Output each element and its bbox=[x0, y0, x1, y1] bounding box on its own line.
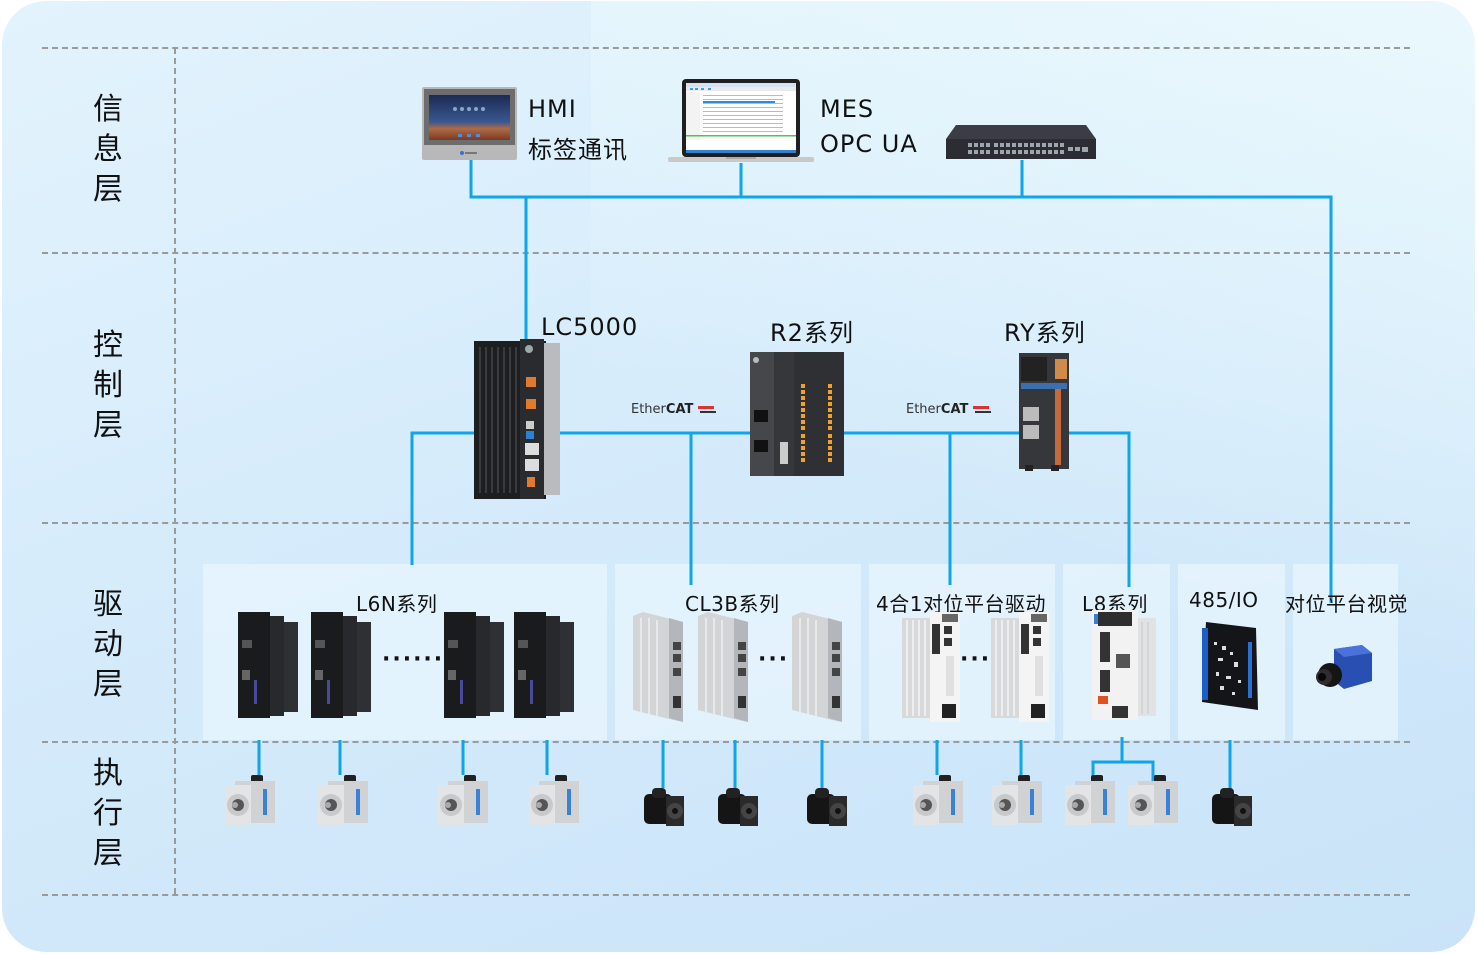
ry-controller-icon bbox=[1019, 353, 1069, 471]
layer-label-actuator: 执 行 层 bbox=[88, 754, 128, 874]
label-char: 层 bbox=[93, 667, 123, 702]
stepper-motor-icon bbox=[807, 788, 847, 826]
4in1-alignment-drive-icon bbox=[991, 612, 1049, 722]
4in1-alignment-drive-icon bbox=[902, 612, 960, 722]
hmi-label: HMI bbox=[528, 95, 577, 123]
4in1-label: 4合1对位平台驱动 bbox=[876, 592, 1046, 616]
servo-motor-icon bbox=[529, 775, 579, 825]
stepper-motor-icon bbox=[644, 788, 684, 826]
mes-laptop-icon bbox=[668, 79, 814, 162]
485io-label: 485/IO bbox=[1189, 588, 1259, 612]
layer-divider-top bbox=[42, 47, 1410, 49]
label-column-divider bbox=[174, 48, 176, 894]
layer-divider-info-control bbox=[42, 252, 1410, 254]
lc5000-label: LC5000 bbox=[541, 313, 639, 341]
l6n-label: L6N系列 bbox=[356, 592, 438, 616]
cl3b-stepper-drive-icon bbox=[633, 612, 683, 722]
l6n-servo-drive-icon bbox=[311, 612, 371, 718]
layer-divider-control-drive bbox=[42, 522, 1410, 524]
ethercat-prefix: Ether bbox=[906, 402, 941, 417]
servo-motor-icon bbox=[438, 775, 488, 825]
hmi-panel-icon bbox=[422, 87, 517, 160]
servo-motor-icon bbox=[913, 775, 963, 825]
label-char: 制 bbox=[93, 368, 123, 403]
layer-label-control: 控 制 层 bbox=[88, 326, 128, 446]
cl3b-label: CL3B系列 bbox=[685, 592, 780, 616]
servo-motor-icon bbox=[318, 775, 368, 825]
r2-label: R2系列 bbox=[770, 319, 854, 347]
servo-motor-icon bbox=[992, 775, 1042, 825]
4in1-ellipsis: ··· bbox=[960, 647, 992, 672]
cl3b-ellipsis: ··· bbox=[758, 647, 790, 672]
servo-motor-icon bbox=[1128, 775, 1178, 825]
wire-info-bus bbox=[469, 160, 1333, 603]
l6n-servo-drive-icon bbox=[238, 612, 298, 718]
layer-label-drive: 驱 动 层 bbox=[88, 585, 128, 705]
ethercat-arrow-icon bbox=[972, 405, 991, 415]
ethercat-arrow-icon bbox=[697, 405, 716, 415]
label-char: 执 bbox=[93, 756, 123, 791]
ethercat-prefix: Ether bbox=[631, 402, 666, 417]
wire-l8-split bbox=[1091, 737, 1155, 785]
485io-stepper-drive-icon bbox=[1202, 622, 1258, 710]
servo-motor-icon bbox=[1065, 775, 1115, 825]
label-char: 层 bbox=[93, 836, 123, 871]
ethercat-label-2: EtherCAT bbox=[906, 402, 991, 417]
vision-label: 对位平台视觉 bbox=[1285, 592, 1408, 616]
label-char: 控 bbox=[93, 328, 123, 363]
label-char: 驱 bbox=[93, 587, 123, 622]
layer-divider-bottom bbox=[42, 894, 1410, 896]
cl3b-stepper-drive-icon bbox=[698, 612, 748, 722]
l8-servo-drive-icon bbox=[1092, 610, 1156, 720]
ethercat-bold: CAT bbox=[665, 402, 694, 417]
lc5000-controller-icon bbox=[474, 339, 560, 499]
layer-divider-drive-actuator bbox=[42, 741, 1410, 743]
label-char: 行 bbox=[93, 796, 123, 831]
label-char: 动 bbox=[93, 627, 123, 662]
stepper-motor-icon bbox=[718, 788, 758, 826]
l6n-servo-drive-icon bbox=[444, 612, 504, 718]
label-char: 层 bbox=[93, 172, 123, 207]
label-char: 信 bbox=[93, 92, 123, 127]
hmi-sublabel: 标签通讯 bbox=[528, 136, 628, 164]
cl3b-stepper-drive-icon bbox=[792, 612, 842, 722]
l6n-ellipsis: ······ bbox=[382, 647, 445, 672]
layer-label-info: 信 息 层 bbox=[88, 90, 128, 210]
ry-label: RY系列 bbox=[1004, 319, 1086, 347]
mes-label: MES bbox=[820, 95, 875, 123]
label-char: 层 bbox=[93, 408, 123, 443]
mes-sublabel: OPC UA bbox=[820, 130, 918, 158]
label-char: 息 bbox=[93, 132, 123, 167]
r2-plc-icon bbox=[750, 352, 844, 476]
servo-motor-icon bbox=[225, 775, 275, 825]
stepper-motor-icon bbox=[1212, 788, 1252, 826]
ethercat-bold: CAT bbox=[940, 402, 969, 417]
ethercat-label-1: EtherCAT bbox=[631, 402, 716, 417]
network-switch-icon bbox=[946, 125, 1096, 159]
vision-camera-icon bbox=[1316, 645, 1372, 689]
l6n-servo-drive-icon bbox=[514, 612, 574, 718]
